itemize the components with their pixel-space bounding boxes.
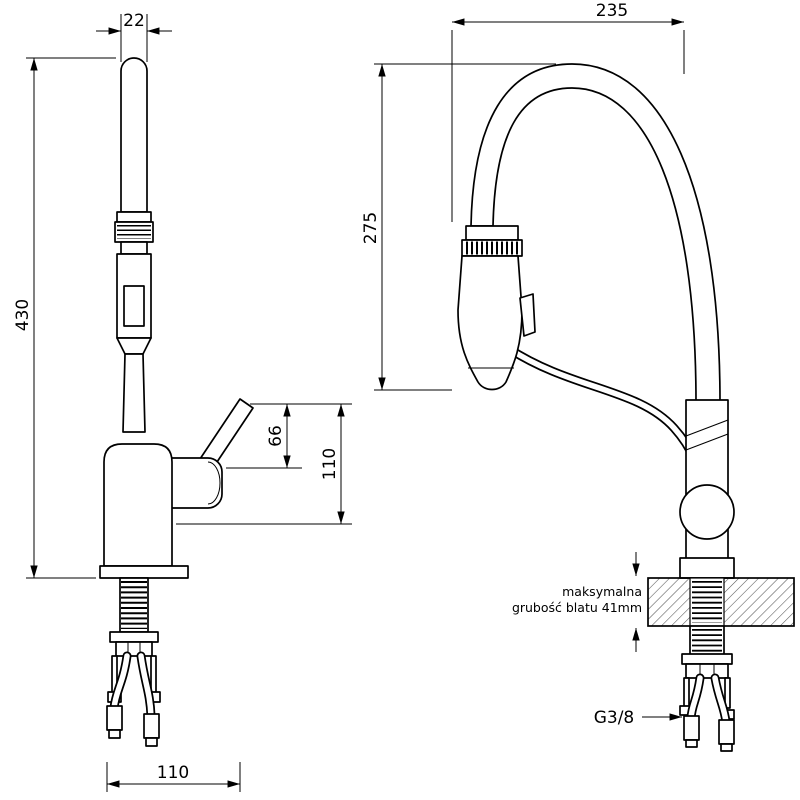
faucet-front-body <box>679 399 735 579</box>
dim-handle-height: 110 <box>176 404 352 525</box>
mounting-rod <box>683 677 690 709</box>
under-counter-hardware <box>679 625 735 752</box>
dim-spout-width: 22 <box>96 11 172 62</box>
hose-fitting-tip <box>685 739 698 748</box>
swivel-joint <box>679 484 735 540</box>
spout-collar <box>116 211 152 223</box>
dim-label-handle-height: 110 <box>320 448 340 480</box>
thread-label-text: G3/8 <box>594 708 635 728</box>
dim-label-base-depth: 110 <box>157 763 189 783</box>
hose-fitting-tip <box>145 737 158 747</box>
hose-fitting-tip <box>108 729 121 739</box>
hose-fitting <box>718 719 735 745</box>
mounting-nut <box>685 663 729 679</box>
dim-base-depth: 110 <box>106 762 241 792</box>
thread-size-label: G3/8 <box>594 708 682 728</box>
dim-label-spout-height: 275 <box>361 212 381 244</box>
mounting-bracket <box>109 631 159 643</box>
neck <box>122 353 146 433</box>
dim-total-height: 430 <box>13 57 116 579</box>
dim-spout-height: 275 <box>361 63 556 391</box>
right-view: 235 275 <box>361 1 795 752</box>
base-collar <box>679 557 735 579</box>
dim-handle-rise: 66 <box>226 403 352 469</box>
dim-reach: 235 <box>451 1 685 222</box>
countertop <box>647 577 795 627</box>
dim-label-total-height: 430 <box>13 299 33 331</box>
head-body <box>457 255 523 391</box>
countertop-note-line1: maksymalna <box>562 584 642 599</box>
faucet-side-outline <box>99 57 254 747</box>
hose-fitting <box>106 705 123 731</box>
base-flange <box>99 565 189 579</box>
hose-fitting-tip <box>720 743 733 752</box>
body <box>103 443 173 567</box>
spout-pipe <box>120 57 148 213</box>
left-view: 430 <box>13 11 352 792</box>
countertop-note-line2: grubość blatu 41mm <box>512 600 642 615</box>
head-joint <box>465 225 519 241</box>
spacer <box>120 241 148 255</box>
spray-head <box>457 225 536 391</box>
dim-label-handle-rise: 66 <box>266 425 286 447</box>
display-window <box>123 285 145 327</box>
dim-label-spout-width: 22 <box>123 11 145 31</box>
countertop-thickness-note: maksymalna grubość blatu 41mm <box>512 552 642 652</box>
dim-label-reach: 235 <box>596 1 628 21</box>
washer <box>681 653 733 665</box>
head-clip <box>519 293 536 337</box>
mounting-nut <box>115 641 153 657</box>
hose-fitting <box>683 715 700 741</box>
hose-fitting <box>143 713 160 739</box>
